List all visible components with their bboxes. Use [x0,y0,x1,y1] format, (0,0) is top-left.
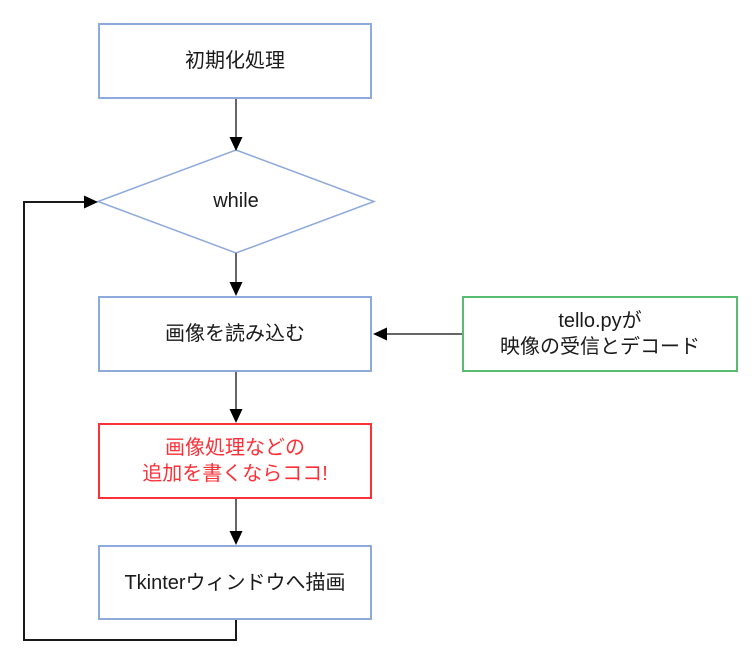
node-init-process: 初期化処理 [98,23,372,99]
arrowhead-tello-to-read [373,327,387,341]
node-while-label: while [213,190,259,212]
node-processing-note: 画像処理などの 追加を書くならココ! [98,423,372,499]
loop-back-line [23,201,237,641]
node-note-label-line1: 画像処理などの [165,437,305,459]
node-tkinter-draw: Tkinterウィンドウへ描画 [98,545,372,620]
arrowhead-while-to-read [229,282,243,296]
arrowhead-read-to-note [229,409,243,423]
arrowhead-loop-to-while [84,195,98,209]
node-tello-label-line1: tello.pyが [558,310,642,332]
node-draw-label: Tkinterウィンドウへ描画 [124,571,346,594]
node-tello-annotation: tello.pyが 映像の受信とデコード [462,296,738,372]
arrowhead-note-to-draw [229,531,243,545]
node-note-label-line2: 追加を書くならココ! [142,463,328,485]
node-tello-label-line2: 映像の受信とデコード [500,336,700,358]
arrowhead-init-to-while [229,137,243,151]
node-read-label: 画像を読み込む [165,323,305,345]
node-init-label: 初期化処理 [185,50,285,72]
node-read-image: 画像を読み込む [98,296,372,372]
node-while-decision: while [98,150,374,253]
